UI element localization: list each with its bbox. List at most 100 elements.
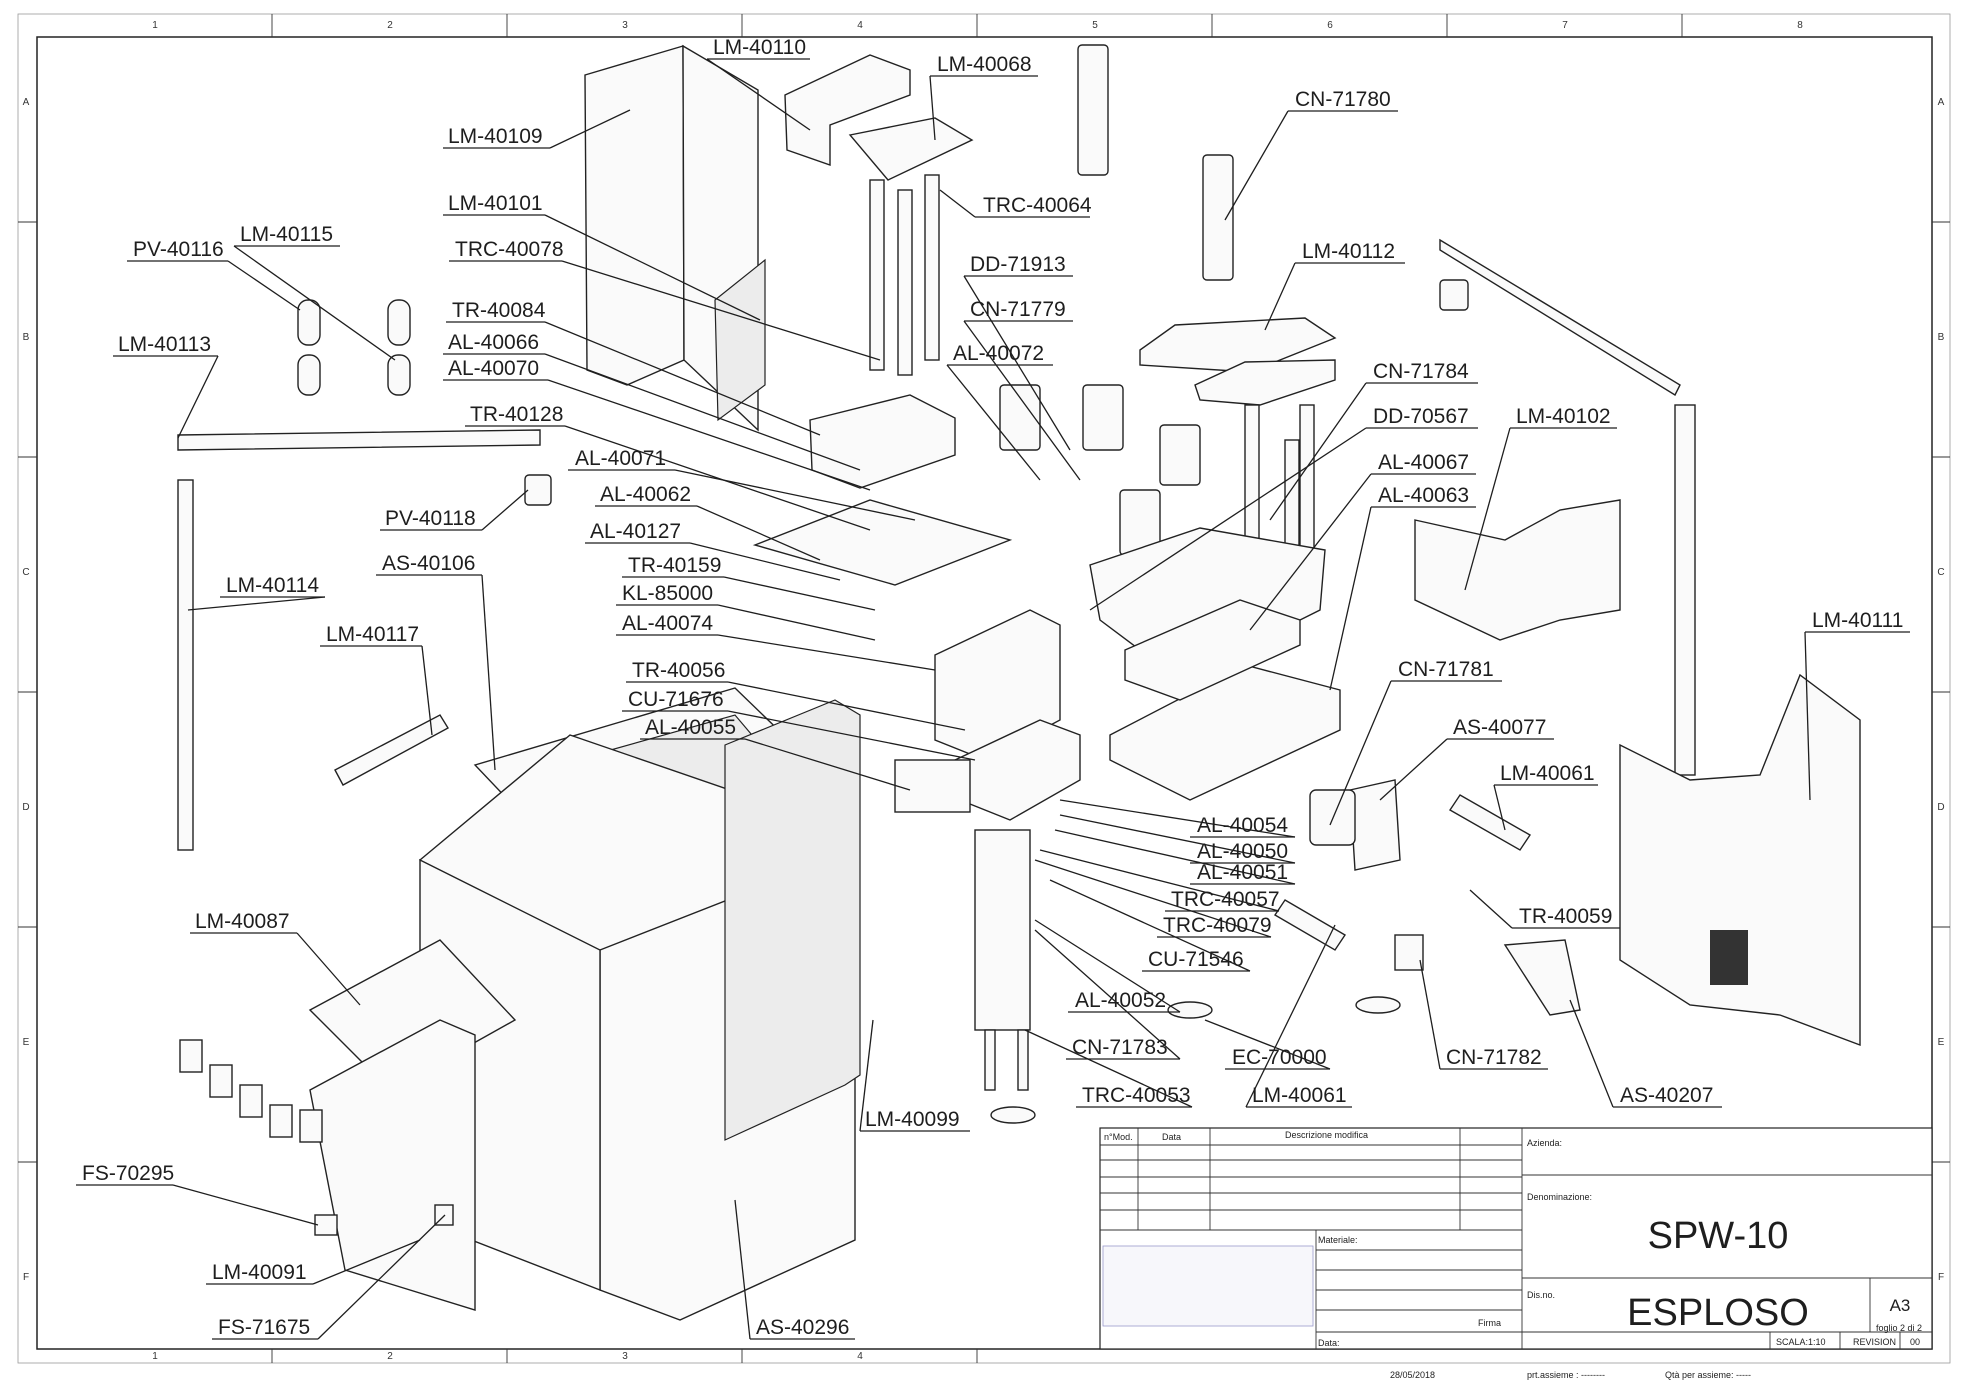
callout-leader <box>939 189 976 218</box>
drawing-frame <box>36 36 1933 1350</box>
part-number-label: LM-40102 <box>1516 405 1611 428</box>
callout: LM-40068 <box>929 53 1038 141</box>
zone-row-label: F <box>1938 1272 1944 1283</box>
part-number-label: CN-71780 <box>1295 88 1391 111</box>
part-number-label: AL-40072 <box>953 342 1044 365</box>
connector-cn71782 <box>1394 934 1424 971</box>
zone-row-label: A <box>23 97 30 108</box>
zone-column-label: 1 <box>152 20 158 31</box>
callout: LM-40101 <box>443 192 761 321</box>
zone-column-label: 3 <box>622 20 628 31</box>
callout: TRC-40078 <box>449 238 881 361</box>
rod-2 <box>1017 1029 1029 1091</box>
column-2 <box>897 189 913 376</box>
drawing-name: ESPLOSO <box>1627 1292 1809 1334</box>
bracket-lm40110 <box>784 54 911 166</box>
callout-leader <box>1059 799 1296 838</box>
part-number-label: CU-71676 <box>628 688 724 711</box>
part-number-label: AL-40055 <box>645 716 736 739</box>
plate-lm40068 <box>848 117 974 181</box>
disegno-label: Dis.no. <box>1527 1290 1555 1300</box>
callout-leader <box>1245 924 1336 1108</box>
callout: LM-40109 <box>443 109 631 149</box>
callout-leader <box>1024 1029 1193 1108</box>
callout-leader <box>1089 427 1367 611</box>
callout-leader <box>1034 929 1181 1060</box>
part-number-label: FS-70295 <box>82 1162 174 1185</box>
part-number-label: TRC-40057 <box>1171 888 1280 911</box>
callout-leader <box>744 738 911 791</box>
callout-leader <box>963 275 1071 451</box>
bushing-1 <box>999 384 1041 451</box>
part-number-label: LM-40061 <box>1252 1084 1347 1107</box>
callout-leader <box>1469 889 1513 929</box>
callout: TR-40128 <box>465 403 871 531</box>
column-1 <box>869 179 885 371</box>
callout-leader <box>544 214 761 321</box>
part-number-label: AL-40127 <box>590 520 681 543</box>
part-number-label: LM-40061 <box>1500 762 1595 785</box>
plate-lm40112-b <box>1194 359 1336 406</box>
zone-row-label: E <box>23 1037 30 1048</box>
side-panel-lm40099 <box>724 699 861 1141</box>
callout: LM-40117 <box>320 623 433 736</box>
zone-column-label: 5 <box>1092 20 1098 31</box>
callout-leader <box>1059 814 1296 864</box>
callout-leader <box>1329 506 1372 691</box>
callout-leader <box>1204 1019 1331 1070</box>
sheet-border <box>17 13 1951 1364</box>
zone-column-label: 6 <box>1327 20 1333 31</box>
zone-column-label: 7 <box>1562 20 1568 31</box>
callout-leader <box>1419 959 1441 1070</box>
part-number-label: TR-40059 <box>1519 905 1612 928</box>
part-number-label: CN-71781 <box>1398 658 1494 681</box>
azienda-label: Azienda: <box>1527 1138 1562 1148</box>
sheet-format: A3 <box>1890 1296 1911 1315</box>
callout-leader <box>734 1199 751 1340</box>
rev-header-mod: n°Mod. <box>1104 1132 1133 1142</box>
plate-pv40116b <box>297 354 321 396</box>
part-number-label: AL-40050 <box>1197 840 1288 863</box>
prt-assieme: prt.assieme : -------- <box>1527 1370 1605 1380</box>
materiale-label: Materiale: <box>1318 1235 1358 1245</box>
plate-al40067 <box>1124 599 1301 701</box>
part-number-label: AL-40062 <box>600 483 691 506</box>
zone-row-label: C <box>1937 567 1944 578</box>
callout: LM-40115 <box>233 223 396 361</box>
revision-value: 00 <box>1910 1337 1920 1347</box>
callout-leader <box>187 596 326 611</box>
sheet-number: foglio 2 di 2 <box>1876 1323 1922 1333</box>
part-number-label: TR-40056 <box>632 659 725 682</box>
callout: AL-40055 <box>640 716 911 791</box>
callout: CN-71784 <box>1269 360 1478 521</box>
data-label: Data: <box>1318 1338 1340 1348</box>
part-number-label: TR-40084 <box>452 299 546 322</box>
callout-leader <box>549 109 631 149</box>
callout-leader <box>1249 473 1372 631</box>
callout: LM-40113 <box>113 333 219 439</box>
part-number-label: AL-40054 <box>1197 814 1288 837</box>
part-number-label: AS-40077 <box>1453 716 1546 739</box>
denominazione-label: Denominazione: <box>1527 1192 1592 1202</box>
callout-leader <box>177 355 219 439</box>
column-assembly-al40052 <box>974 829 1031 1031</box>
title-block: n°Mod. Data Descrizione modifica Materia… <box>1099 1127 1933 1380</box>
column-3 <box>924 174 940 361</box>
callout-leader <box>172 1184 319 1226</box>
part-number-label: LM-40099 <box>865 1108 960 1131</box>
callout: TRC-40057 <box>1039 849 1280 912</box>
part-number-label: AL-40051 <box>1197 861 1288 884</box>
callout-leader <box>544 321 821 436</box>
part-number-label: AL-40067 <box>1378 451 1469 474</box>
callout: TRC-40064 <box>939 189 1092 218</box>
upright-right <box>1674 404 1696 776</box>
qta-assieme: Qtà per assieme: ----- <box>1665 1370 1751 1380</box>
callout-leader <box>723 576 876 611</box>
callout-leader <box>1039 849 1280 912</box>
callout: AL-40067 <box>1249 451 1476 631</box>
callout: AL-40071 <box>568 447 916 521</box>
callout-leader <box>1464 427 1511 591</box>
part-number-label: LM-40110 <box>713 36 806 59</box>
zone-row-label: D <box>22 802 29 813</box>
